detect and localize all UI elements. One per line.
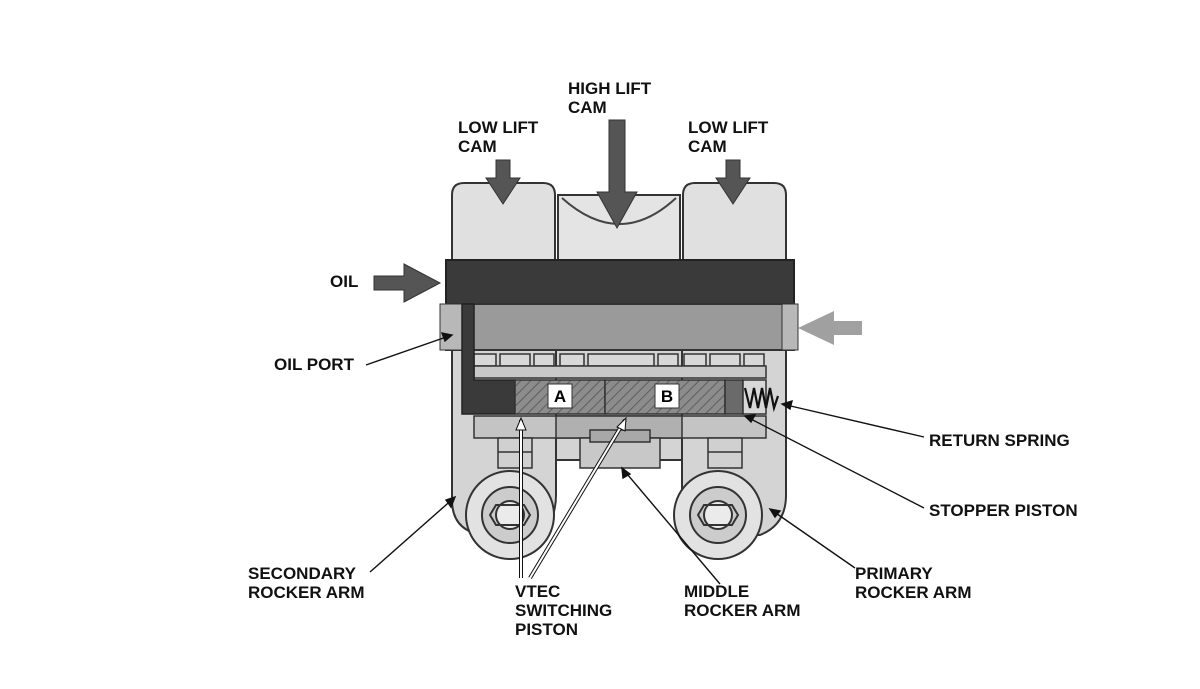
oil-port-tab-right <box>781 303 799 351</box>
oil-label: OIL <box>330 272 359 291</box>
shaft-body <box>445 303 795 351</box>
rocker-shaft <box>445 259 795 305</box>
low-lift-cam-left-label: LOW LIFT CAM <box>458 118 539 156</box>
low-lift-cam-right-arrow-icon <box>715 159 751 205</box>
oil-arrow-icon <box>373 263 442 303</box>
low-lift-cam-right-label: LOW LIFT CAM <box>688 118 769 156</box>
vtec-leader-lines <box>515 416 627 580</box>
leader-lines <box>365 332 925 585</box>
return-spring <box>743 387 780 413</box>
oil-return-arrow-icon <box>798 311 862 345</box>
vtec-switching-piston-label: VTEC SWITCHING PISTON <box>515 582 613 639</box>
primary-rocker-arm-label: PRIMARY ROCKER ARM <box>855 564 972 602</box>
high-lift-cam-arrow-icon <box>596 119 638 230</box>
secondary-rocker-arm-label: SECONDARY ROCKER ARM <box>248 564 365 602</box>
piston-b-label: B <box>661 387 673 406</box>
stopper-piston-label: STOPPER PISTON <box>929 501 1078 520</box>
low-lift-cam-left-arrow-icon <box>485 159 521 205</box>
cam-arrow-icons <box>373 119 751 303</box>
slot-base <box>473 365 767 379</box>
slot-row <box>473 353 765 367</box>
oil-port-tab-left <box>439 303 463 351</box>
middle-rocker-arm-label: MIDDLE ROCKER ARM <box>684 582 801 620</box>
piston-a-label: A <box>554 387 566 406</box>
cam-lobes <box>451 182 787 263</box>
low-lift-cam-right-lobe <box>682 182 787 263</box>
stopper-piston-body <box>724 379 744 415</box>
high-lift-cam-label: HIGH LIFT CAM <box>568 79 652 117</box>
oil-port-label: OIL PORT <box>274 355 354 374</box>
rollers <box>465 470 763 560</box>
low-lift-cam-left-lobe <box>451 182 556 263</box>
return-spring-label: RETURN SPRING <box>929 431 1070 450</box>
